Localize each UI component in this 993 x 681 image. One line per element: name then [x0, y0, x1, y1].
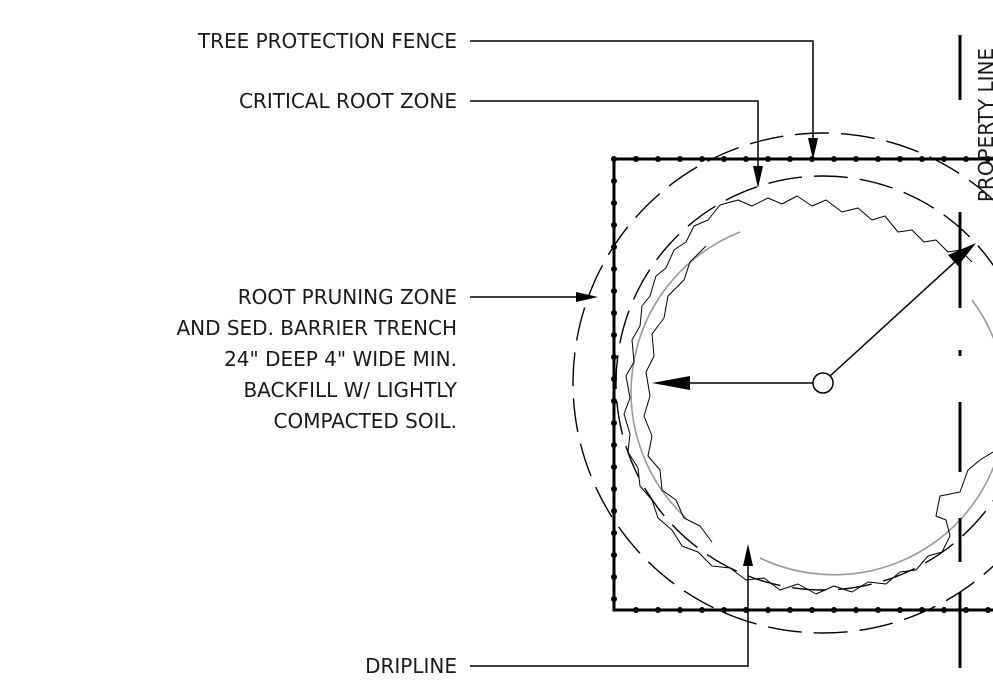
fence-post: [633, 607, 639, 613]
fence-post: [655, 607, 661, 613]
fence-post: [941, 607, 947, 613]
fence-post: [831, 156, 837, 162]
fence-post: [787, 607, 793, 613]
fence-posts: [611, 156, 991, 613]
fence-post: [831, 607, 837, 613]
tree-protection-fence: [612, 157, 993, 612]
critical-root-zone-circle: [615, 175, 993, 591]
fence-post: [699, 156, 705, 162]
fence-post: [611, 376, 617, 382]
label-dripline: DRIPLINE: [365, 654, 457, 678]
fence-post: [677, 607, 683, 613]
fence-post: [611, 464, 617, 470]
leader-critical-root-zone: [470, 100, 759, 180]
fence-post: [853, 607, 859, 613]
canopy-arc-right: [759, 299, 993, 576]
fence-post: [985, 607, 991, 613]
fence-post: [611, 178, 617, 184]
fence-post: [897, 607, 903, 613]
fence-post: [611, 288, 617, 294]
fence-post: [611, 486, 617, 492]
radius-arrow-diagonal: [948, 243, 976, 266]
radius-line-diagonal: [829, 249, 969, 377]
fence-post: [611, 244, 617, 250]
fence-post: [963, 607, 969, 613]
fence-post: [743, 156, 749, 162]
leader-dripline: [470, 552, 749, 667]
fence-post: [611, 354, 617, 360]
fence-post: [809, 156, 815, 162]
fence-post: [897, 156, 903, 162]
label-root-pruning-line-2: AND SED. BARRIER TRENCH: [176, 316, 457, 340]
fence-post: [611, 596, 617, 602]
fence-post: [787, 156, 793, 162]
fence-post: [721, 607, 727, 613]
label-property-line: PROPERTY LINE: [974, 48, 993, 202]
arrow-root-pruning-zone: [576, 292, 598, 302]
fence-post: [677, 156, 683, 162]
fence-post: [611, 156, 617, 162]
label-root-pruning-line-4: BACKFILL W/ LIGHTLY: [243, 378, 457, 402]
fence-post: [985, 156, 991, 162]
fence-post: [765, 156, 771, 162]
fence-post: [919, 156, 925, 162]
fence-post: [875, 156, 881, 162]
arrow-tree-protection-fence: [808, 138, 818, 160]
label-critical-root-zone: CRITICAL ROOT ZONE: [239, 89, 457, 113]
fence-post: [611, 310, 617, 316]
fence-post: [611, 420, 617, 426]
label-root-pruning-line-5: COMPACTED SOIL.: [274, 409, 458, 433]
fence-post: [963, 156, 969, 162]
fence-post: [611, 266, 617, 272]
fence-post: [941, 156, 947, 162]
root-pruning-trench-inner: [643, 245, 713, 543]
fence-post: [633, 156, 639, 162]
fence-post: [699, 607, 705, 613]
arrow-dripline: [743, 544, 753, 566]
fence-post: [611, 398, 617, 404]
dripline-circle: [572, 132, 993, 634]
fence-post: [611, 552, 617, 558]
fence-post: [721, 156, 727, 162]
label-root-pruning-line-3: 24" DEEP 4" WIDE MIN.: [224, 347, 457, 371]
fence-post: [611, 200, 617, 206]
root-pruning-trench-outline: [623, 195, 993, 595]
fence-post: [919, 607, 925, 613]
fence-post: [853, 156, 859, 162]
fence-post: [765, 607, 771, 613]
radius-arrow-left: [652, 376, 690, 390]
fence-post: [611, 574, 617, 580]
fence-post: [611, 222, 617, 228]
label-tree-protection-fence: TREE PROTECTION FENCE: [197, 29, 457, 53]
fence-post: [611, 530, 617, 536]
fence-post: [611, 508, 617, 514]
leader-tree-protection-fence: [470, 40, 814, 152]
fence-post: [809, 607, 815, 613]
fence-post: [875, 607, 881, 613]
arrow-critical-root-zone: [753, 166, 763, 188]
fence-post: [655, 156, 661, 162]
label-root-pruning-line-1: ROOT PRUNING ZONE: [238, 285, 457, 309]
fence-post: [611, 442, 617, 448]
fence-post: [611, 332, 617, 338]
